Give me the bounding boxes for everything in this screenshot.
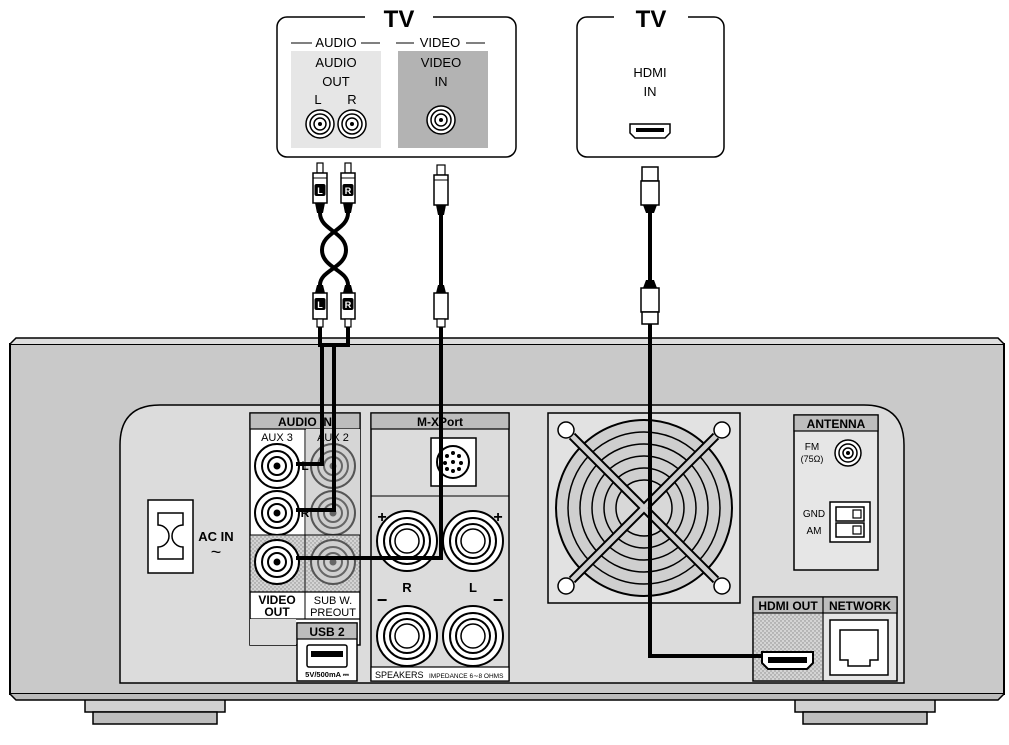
audio-plug-bottom-l: L [312, 285, 328, 328]
hdmi-out-label: HDMI OUT [758, 599, 818, 613]
tv-right-title: TV [636, 6, 667, 33]
plug-badge-top-r: R [345, 186, 352, 196]
hdmi-in-label-2: IN [644, 84, 657, 99]
plug-badge-top-l: L [317, 186, 323, 196]
cooling-fan [547, 412, 741, 604]
network-port[interactable] [829, 619, 889, 676]
tv-video-in-jack[interactable] [426, 105, 456, 135]
video-out-label-2: OUT [264, 605, 290, 619]
tv-left-title: TV [384, 6, 415, 33]
aux3-label: AUX 3 [261, 432, 293, 444]
speakers-label: SPEAKERS [375, 670, 424, 680]
mxport-connector[interactable] [430, 437, 477, 487]
audio-plug-bottom-r: R [340, 285, 356, 328]
hdmi-network-block: HDMI OUT NETWORK [752, 596, 898, 682]
tv-audio-l-label: L [314, 92, 321, 107]
tv-right: TV HDMI IN [576, 4, 725, 158]
ac-symbol: ~ [211, 542, 222, 562]
speaker-r-minus: − [377, 590, 388, 610]
usb-port[interactable] [306, 644, 348, 668]
video-cable [433, 164, 449, 328]
hdmi-out-port[interactable] [761, 651, 814, 670]
plug-badge-bottom-l: L [317, 300, 323, 310]
speaker-l-minus-terminal[interactable] [442, 605, 504, 667]
usb-port-block: USB 2 5V/500mA ⎓ [296, 622, 358, 682]
jack-r-label: R [301, 506, 310, 520]
audio-cable: L R L R [312, 162, 356, 328]
audio-group-label: AUDIO [315, 35, 356, 50]
sub-w-label-2: PREOUT [310, 607, 356, 619]
ac-in-label: AC IN [198, 529, 233, 544]
speaker-l-minus: − [493, 590, 504, 610]
am-label: AM [807, 526, 822, 537]
subwoofer-preout-jack[interactable] [310, 539, 356, 585]
audio-out-label-2: OUT [322, 74, 350, 89]
audio-out-panel [291, 51, 381, 148]
hdmi-cable [640, 166, 660, 325]
cable-routing [296, 324, 762, 658]
tv-left: TV AUDIO VIDEO AUDIO OUT L R VIDEO IN [276, 4, 517, 158]
audio-plug-top-r: R [340, 162, 356, 213]
gnd-label: GND [803, 509, 825, 520]
tv-hdmi-in-port[interactable] [629, 123, 671, 139]
fm-antenna-jack[interactable] [834, 439, 862, 467]
plug-badge-bottom-r: R [345, 300, 352, 310]
tv-audio-out-l-jack[interactable] [305, 109, 335, 139]
audio-out-label-1: AUDIO [315, 55, 356, 70]
aux3-r-jack[interactable] [254, 490, 300, 536]
receiver: AC IN ~ AUDIO IN AUX 3 AUX 2 L R VIDEO [9, 337, 1005, 725]
video-out-label-1: VIDEO [258, 593, 295, 607]
antenna-label: ANTENNA [807, 417, 866, 431]
video-out-jack[interactable] [254, 539, 300, 585]
speaker-r-minus-terminal[interactable] [376, 605, 438, 667]
audio-plug-top-l: L [312, 162, 328, 213]
speaker-l-plus: + [493, 509, 502, 526]
speaker-r-plus: + [377, 509, 386, 526]
antenna-block: ANTENNA FM (75Ω) GND AM [793, 414, 879, 571]
usb-label: USB 2 [309, 625, 345, 639]
sub-w-label-1: SUB W. [314, 595, 353, 607]
audio-in-block: AUDIO IN AUX 3 AUX 2 L R VIDEO OUT SUB W… [249, 412, 361, 646]
aux3-l-jack[interactable] [254, 443, 300, 489]
tv-audio-r-label: R [347, 92, 356, 107]
impedance-label: IMPEDANCE 6∼8 OHMS [429, 673, 504, 680]
network-label: NETWORK [829, 599, 891, 613]
video-group-label: VIDEO [420, 35, 460, 50]
speaker-l-label: L [469, 580, 477, 595]
fm-ohm-label: (75Ω) [801, 454, 824, 464]
speaker-l-plus-terminal[interactable] [442, 510, 504, 572]
speaker-r-label: R [402, 580, 412, 595]
ac-inlet[interactable] [147, 499, 194, 574]
video-in-label-2: IN [435, 74, 448, 89]
hdmi-in-label-1: HDMI [633, 65, 666, 80]
tv-audio-out-r-jack[interactable] [337, 109, 367, 139]
usb-power-label: 5V/500mA ⎓ [305, 670, 350, 679]
audio-in-label: AUDIO IN [278, 415, 332, 429]
fm-label: FM [805, 442, 819, 453]
am-antenna-terminal[interactable] [829, 501, 871, 543]
speaker-r-plus-terminal[interactable] [376, 510, 438, 572]
video-in-label-1: VIDEO [421, 55, 461, 70]
